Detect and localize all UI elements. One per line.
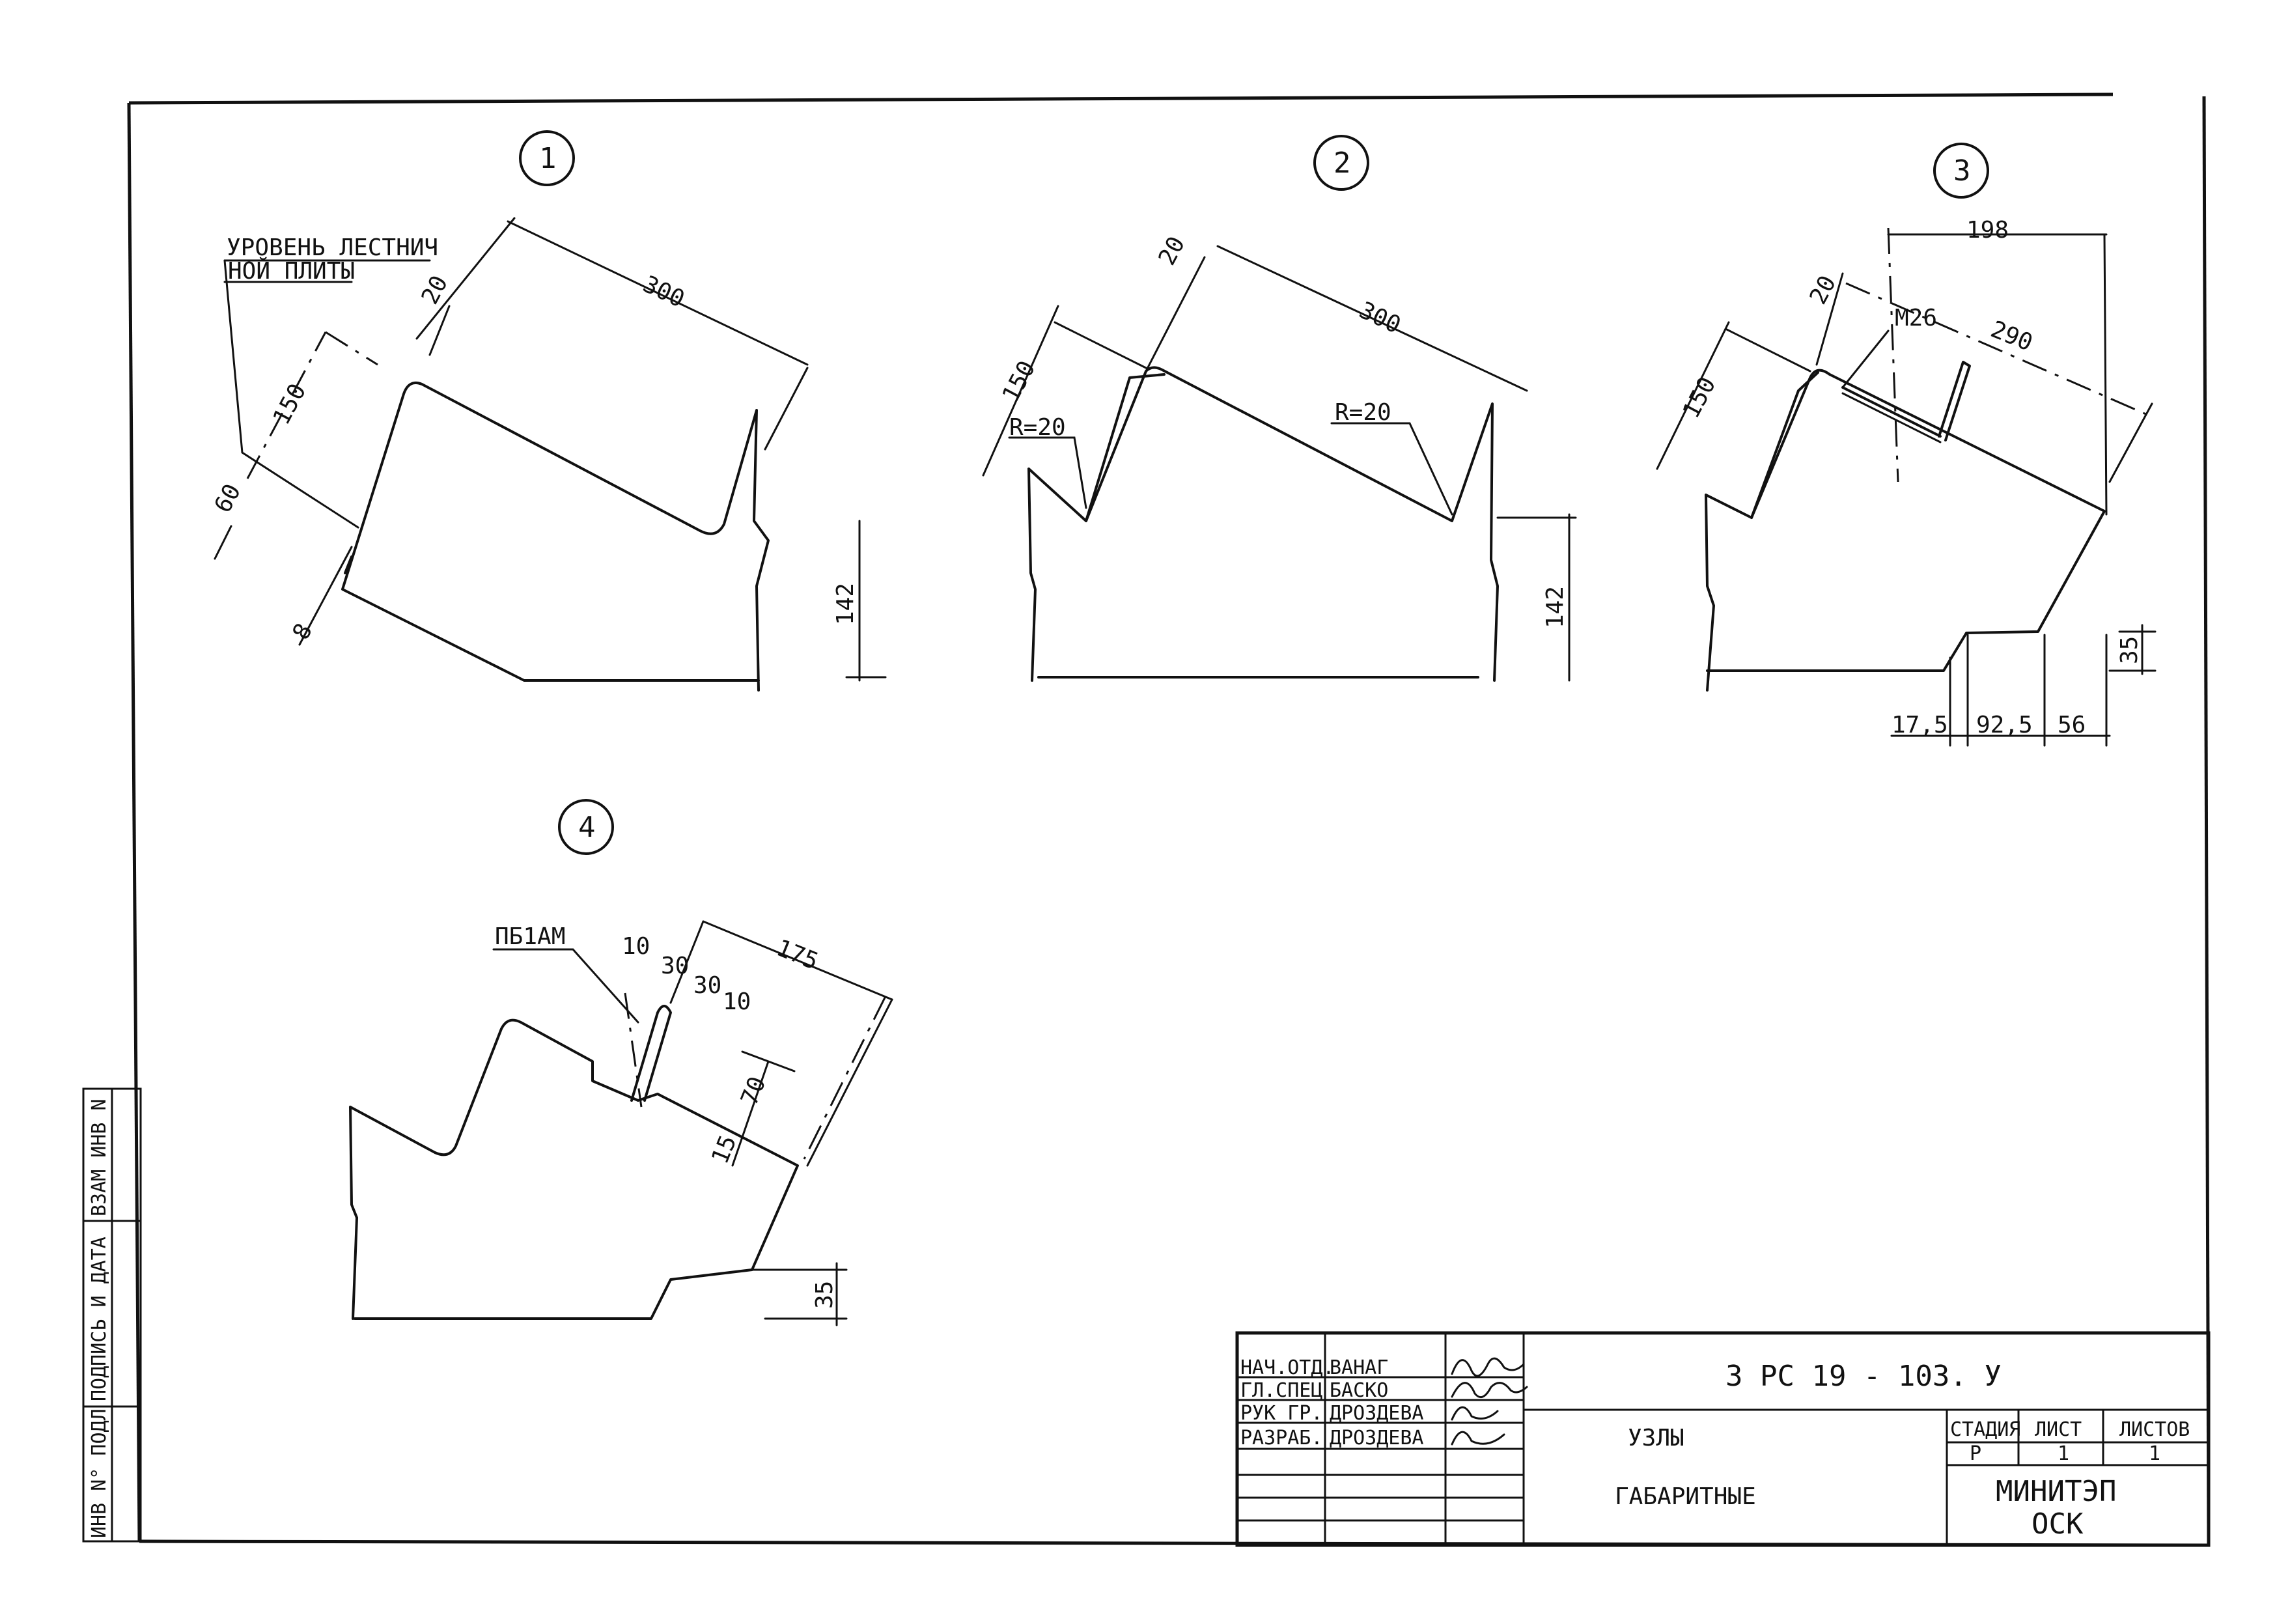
node-2-dim-20: 20: [1154, 232, 1191, 270]
role-2: РУК ГР.: [1240, 1402, 1322, 1425]
node-1-number: 1: [539, 142, 557, 175]
node-4: 4 ПБ1АМ 10 30 30 10 175 70 15 35: [349, 799, 893, 1326]
node-1-dim-60: 60: [210, 480, 247, 518]
side-podpis: ПОДПИСЬ И ДАТА: [88, 1237, 111, 1401]
node-1-stair-profile: [341, 381, 770, 692]
node-1-dim-300: 300: [639, 271, 688, 313]
stage-value: Р: [1970, 1442, 1981, 1465]
node-1-label-line2: НОЙ ПЛИТЫ: [228, 257, 355, 285]
node-3-stair-profile: [1705, 369, 2106, 692]
node-3-dim-198: 198: [1966, 217, 2009, 244]
node-4-pb-insert: [630, 1005, 672, 1102]
node-4-dim-10a: 10: [622, 933, 650, 960]
node-3-dim-35: 35: [2116, 636, 2143, 664]
node-3-dim-290: 290: [1987, 316, 2037, 356]
org-line2: ОСК: [2032, 1507, 2084, 1541]
node-3: 3 198 20 290 М26 150 35 17,5 92,5 56: [1656, 143, 2157, 747]
node-4-marker: [558, 799, 614, 855]
node-4-dim-30b: 30: [693, 972, 721, 999]
name-2: ДРОЗДЕВА: [1330, 1402, 1424, 1425]
node-3-note-m: М26: [1895, 305, 1937, 331]
node-1-dim-20: 20: [417, 272, 454, 309]
node-4-dim-175: 175: [773, 934, 822, 975]
node-1: 1 УРОВЕНЬ ЛЕСТНИЧ НОЙ ПЛИТЫ 300 20 150 6…: [210, 130, 887, 692]
node-2-dim-300: 300: [1355, 297, 1404, 339]
side-inv-podl: ИНВ N° ПОДЛ: [88, 1408, 111, 1538]
node-2-number: 2: [1334, 147, 1351, 180]
node-2-dim-142: 142: [1542, 586, 1569, 628]
node-2-radius-left: R=20: [1009, 414, 1066, 441]
node-4-dim-10b: 10: [723, 988, 751, 1015]
sheets-header: ЛИСТОВ: [2119, 1418, 2190, 1441]
name-0: ВАНАГ: [1330, 1356, 1388, 1379]
org-line1: МИНИТЭП: [1996, 1475, 2116, 1508]
node-3-dim-17-5: 17,5: [1892, 712, 1948, 738]
signatures: [1451, 1357, 1528, 1446]
node-1-dim-142: 142: [832, 583, 859, 625]
node-4-dim-70: 70: [736, 1073, 771, 1110]
node-3-marker: [1933, 143, 1989, 199]
stage-header: СТАДИЯ: [1950, 1418, 2020, 1441]
side-vzam: ВЗАМ ИНВ N: [88, 1099, 111, 1216]
node-3-dim-92-5: 92,5: [1976, 712, 2033, 738]
name-1: БАСКО: [1330, 1379, 1388, 1402]
title-block: НАЧ.ОТД. ГЛ.СПЕЦ РУК ГР. РАЗРАБ. ВАНАГ Б…: [1235, 1331, 2211, 1547]
title-line2: ГАБАРИТНЫЕ: [1615, 1483, 1756, 1510]
role-3: РАЗРАБ.: [1240, 1427, 1322, 1449]
node-3-dim-20: 20: [1805, 272, 1842, 309]
node-4-dim-35: 35: [811, 1281, 838, 1309]
sheet-header: ЛИСТ: [2035, 1418, 2082, 1441]
node-4-number: 4: [578, 811, 596, 844]
node-4-note-pb: ПБ1АМ: [495, 923, 565, 950]
sheets-value: 1: [2149, 1442, 2160, 1465]
role-0: НАЧ.ОТД.: [1240, 1356, 1335, 1379]
node-4-stair-profile: [349, 1018, 799, 1320]
node-4-dim-15: 15: [706, 1132, 742, 1168]
title-line1: УЗЛЫ: [1628, 1425, 1684, 1451]
node-2-dim-150: 150: [998, 357, 1041, 407]
node-1-marker: [519, 130, 575, 186]
node-1-dim-150: 150: [268, 380, 312, 430]
role-1: ГЛ.СПЕЦ: [1240, 1379, 1322, 1402]
node-2-marker: [1313, 135, 1369, 191]
side-stamp: ВЗАМ ИНВ N ПОДПИСЬ И ДАТА ИНВ N° ПОДЛ: [82, 1087, 142, 1543]
node-2-radius-right: R=20: [1335, 399, 1391, 426]
node-1-label-line1: УРОВЕНЬ ЛЕСТНИЧ: [227, 234, 438, 261]
doc-code: 3 РС 19 - 103. У: [1725, 1360, 2002, 1393]
node-2-stair-profile: [1027, 366, 1499, 682]
node-3-dim-56: 56: [2058, 712, 2086, 738]
name-3: ДРОЗДЕВА: [1330, 1427, 1424, 1449]
node-2: 2 300 20 150 R=20 R=20 142: [982, 135, 1577, 682]
sheet-value: 1: [2058, 1442, 2069, 1465]
node-3-number: 3: [1953, 154, 1971, 188]
